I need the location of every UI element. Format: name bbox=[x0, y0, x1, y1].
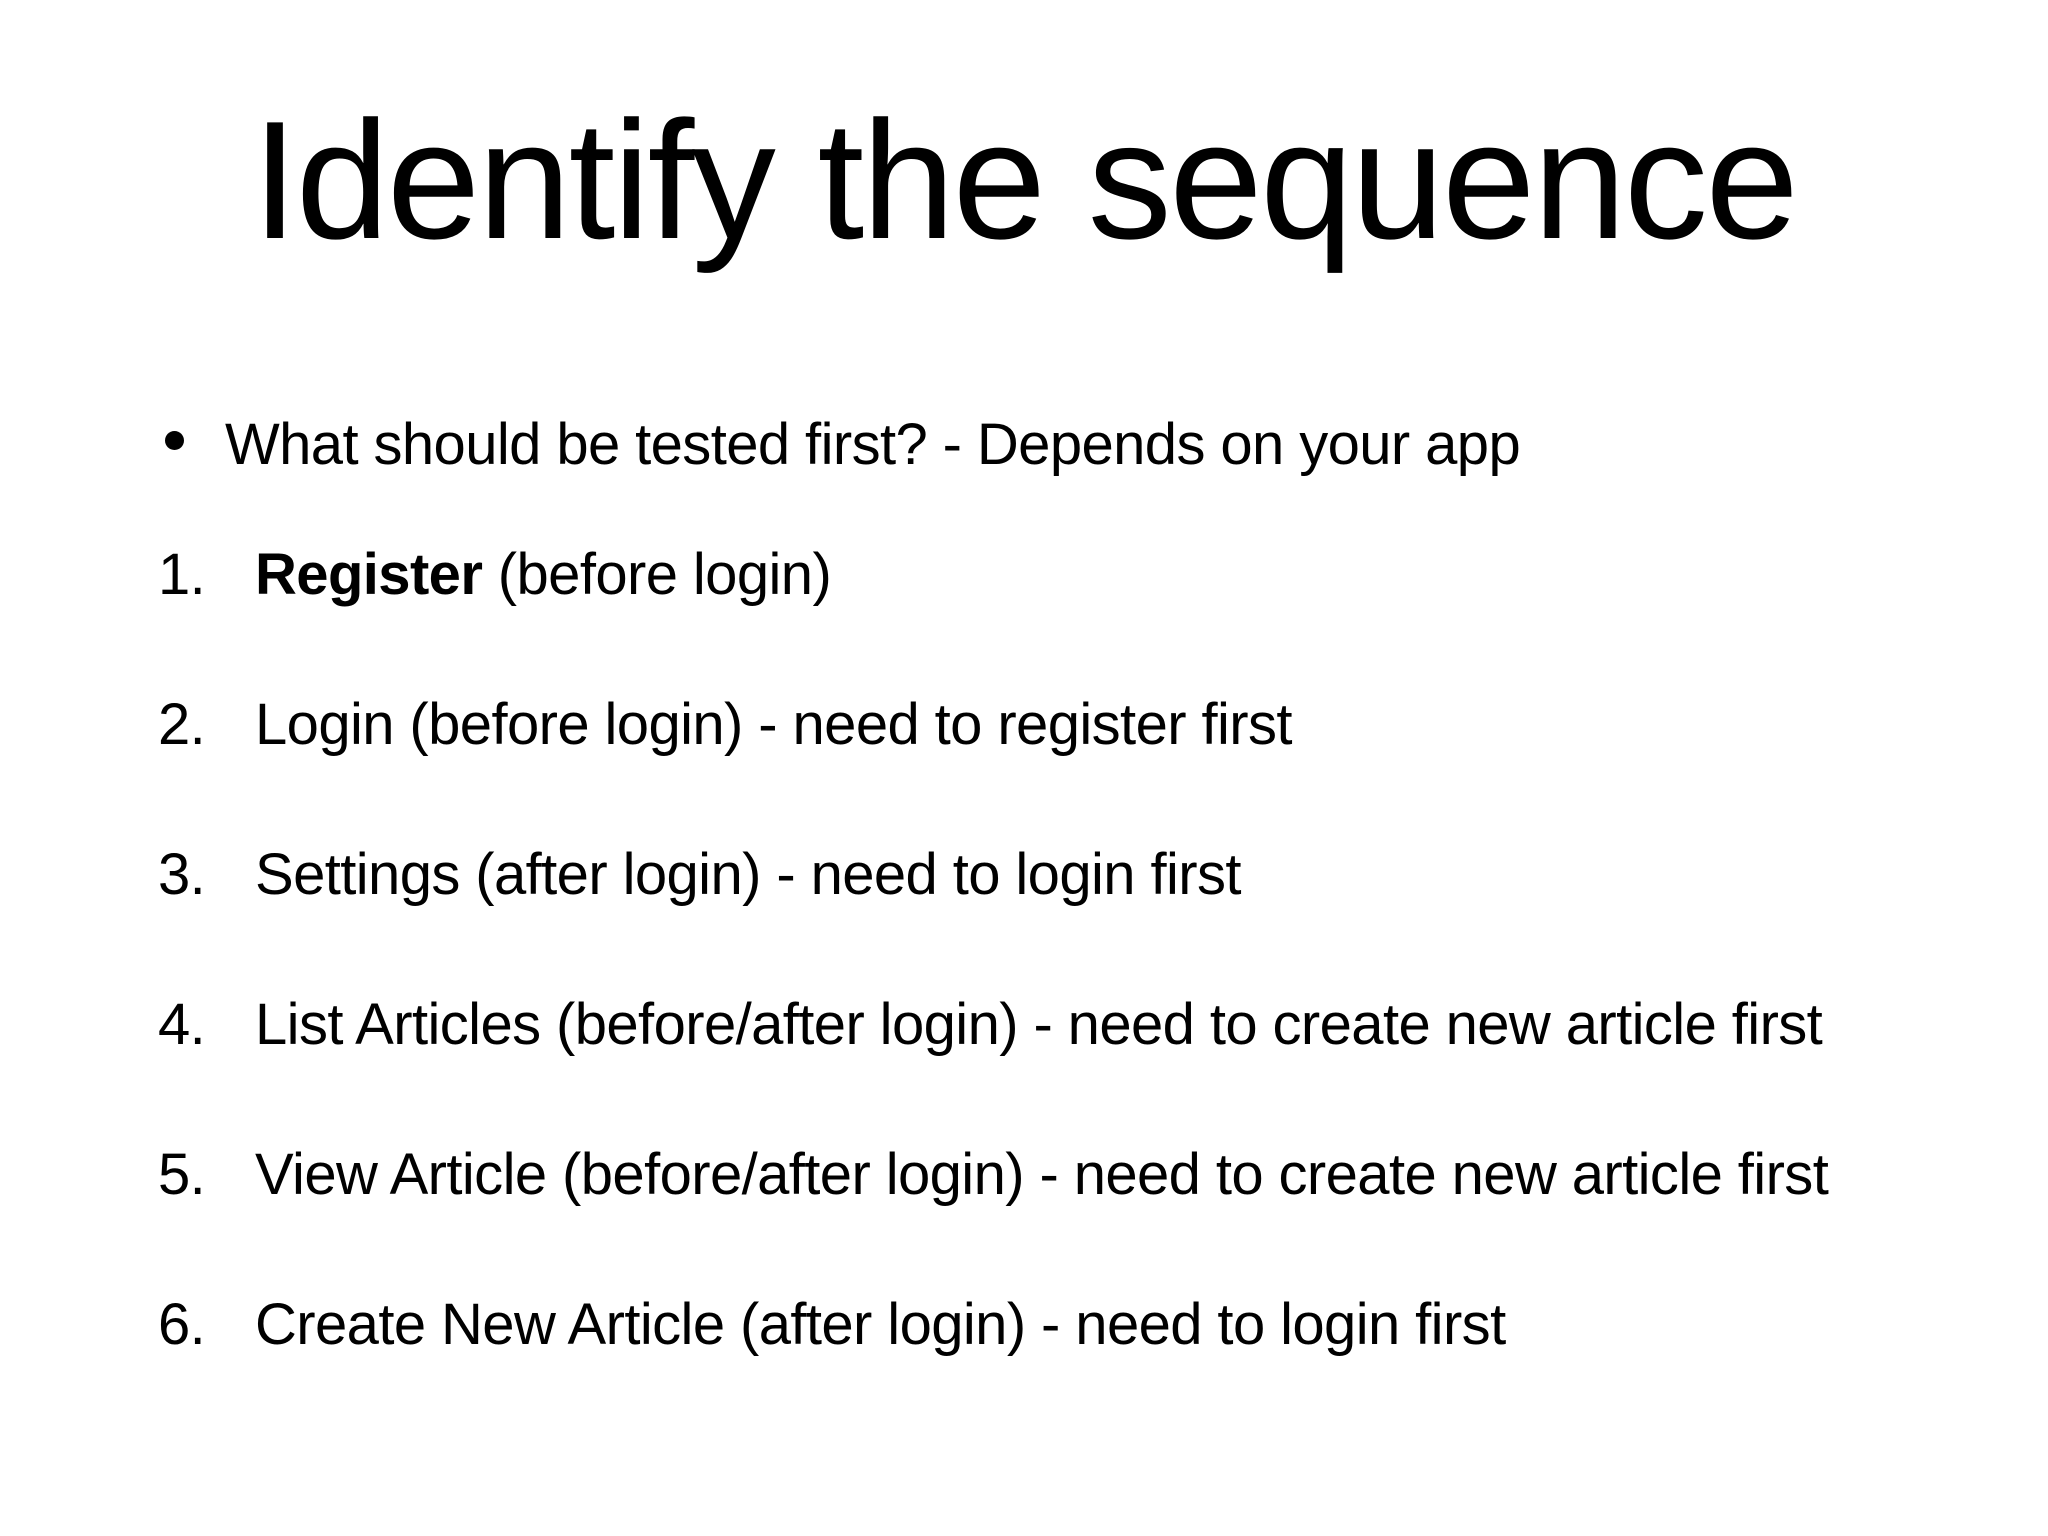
bullet-marker bbox=[158, 431, 225, 464]
list-item-label: Login (before login) - need to register … bbox=[255, 692, 1292, 757]
list-item: 4. List Articles (before/after login) - … bbox=[158, 996, 1978, 1054]
list-item-number: 6. bbox=[158, 1292, 206, 1357]
list-item-number: 4. bbox=[158, 992, 206, 1057]
list-item: 1. Register (before login) bbox=[158, 546, 1978, 604]
list-item: 2. Login (before login) - need to regist… bbox=[158, 696, 1978, 754]
list-item-label: List Articles (before/after login) - nee… bbox=[255, 992, 1823, 1057]
list-item: 5. View Article (before/after login) - n… bbox=[158, 1146, 1978, 1204]
list-item-emphasis: Register bbox=[255, 542, 483, 607]
list-item-label: What should be tested first? - Depends o… bbox=[225, 412, 1521, 477]
list-item-number: 2. bbox=[158, 692, 206, 757]
list-item: 6. Create New Article (after login) - ne… bbox=[158, 1296, 1978, 1354]
list-item-label: Settings (after login) - need to login f… bbox=[255, 842, 1241, 907]
list-item-label: View Article (before/after login) - need… bbox=[255, 1142, 1829, 1207]
page-title: Identify the sequence bbox=[251, 86, 1799, 274]
list-item-label: Register (before login) bbox=[255, 546, 832, 604]
content-list: What should be tested first? - Depends o… bbox=[158, 416, 1978, 1354]
list-item: What should be tested first? - Depends o… bbox=[158, 416, 1978, 474]
bullet-dot-icon bbox=[165, 431, 184, 450]
list-item-number: 1. bbox=[158, 542, 206, 607]
list-item-number: 3. bbox=[158, 842, 206, 907]
list-item-label: Create New Article (after login) - need … bbox=[255, 1292, 1506, 1357]
list-item: 3. Settings (after login) - need to logi… bbox=[158, 846, 1978, 904]
list-item-number: 5. bbox=[158, 1142, 206, 1207]
list-item-rest: (before login) bbox=[482, 542, 832, 607]
